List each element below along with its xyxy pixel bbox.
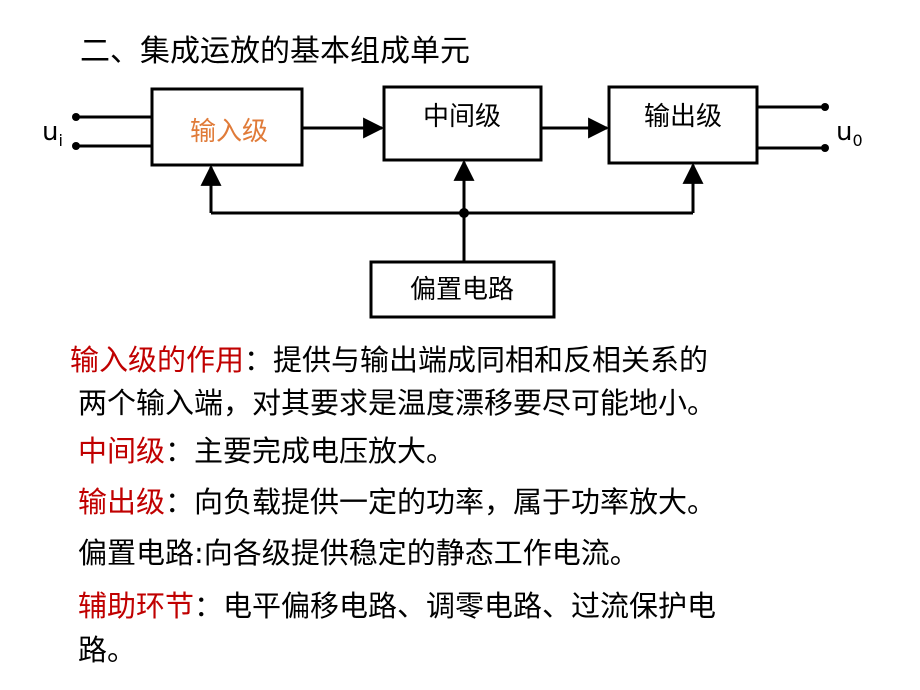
output-label: u0 <box>836 117 863 150</box>
output-stage-description: 输出级：向负载提供一定的功率，属于功率放大。 <box>78 480 716 524</box>
output-label-sub: 0 <box>852 131 862 150</box>
bias-circuit-block <box>369 260 556 319</box>
colon: ： <box>165 434 195 468</box>
input-terminal-bottom <box>72 142 80 150</box>
input-stage-label: 输入级 <box>190 117 268 147</box>
input-terminal-top <box>72 113 80 121</box>
bias-circuit-description: 偏置电路:向各级提供稳定的静态工作电流。 <box>78 536 639 570</box>
auxiliary-text-line1: 电平偏移电路、调零电路、过流保护电 <box>223 589 717 623</box>
output-stage-text: 向负载提供一定的功率，属于功率放大。 <box>194 485 717 519</box>
input-stage-description: 输入级的作用：提供与输出端成同相和反相关系的 <box>70 338 708 382</box>
input-stage-description-line2: 两个输入端，对其要求是温度漂移要尽可能地小。 <box>78 386 717 420</box>
block-diagram: ui 输入级 中间级 输出级 u0 偏置电路 <box>42 85 863 319</box>
input-label-base: u <box>42 117 58 147</box>
colon: ： <box>165 485 195 519</box>
bias-circuit-label: 偏置电路 <box>410 275 514 305</box>
bias-junction-dot <box>459 208 469 218</box>
output-terminal-top <box>821 103 829 111</box>
output-terminal-bottom <box>821 144 829 152</box>
output-stage-block <box>607 85 759 165</box>
auxiliary-description: 辅助环节：电平偏移电路、调零电路、过流保护电 <box>78 584 716 628</box>
colon: ： <box>244 343 274 377</box>
output-label-base: u <box>836 117 852 147</box>
input-stage-text-line1: 提供与输出端成同相和反相关系的 <box>273 343 709 377</box>
output-stage-label: 输出级 <box>644 102 722 132</box>
middle-stage-description: 中间级：主要完成电压放大。 <box>78 429 455 473</box>
middle-stage-block <box>382 85 543 162</box>
middle-stage-label: 中间级 <box>423 102 501 132</box>
middle-stage-term: 中间级 <box>78 434 166 468</box>
auxiliary-term: 辅助环节 <box>78 589 195 623</box>
input-stage-term: 输入级的作用 <box>70 343 245 377</box>
colon: ： <box>194 589 224 623</box>
middle-stage-text: 主要完成电压放大。 <box>194 434 456 468</box>
output-stage-term: 输出级 <box>78 485 166 519</box>
input-label: ui <box>42 117 63 150</box>
page-title: 二、集成运放的基本组成单元 <box>80 34 470 69</box>
auxiliary-description-line2: 路。 <box>78 633 137 667</box>
input-label-sub: i <box>58 131 62 150</box>
